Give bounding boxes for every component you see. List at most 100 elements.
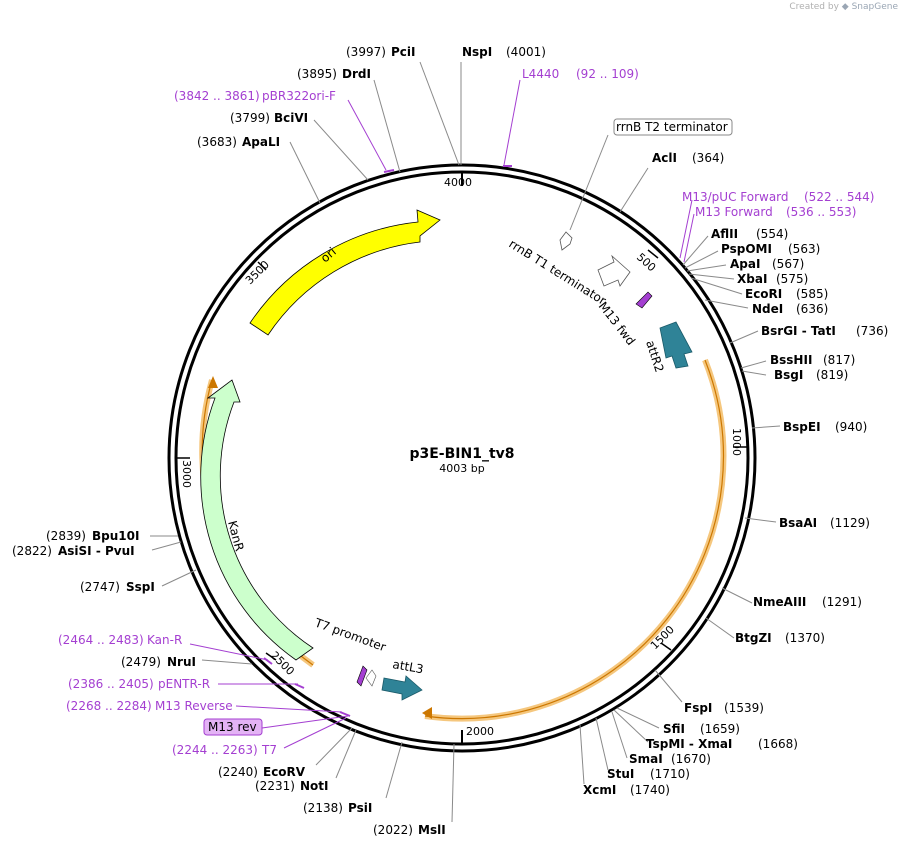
- primers: L4440 (92 .. 109) (3842 .. 3861) pBR322o…: [58, 67, 874, 757]
- kanr-feature[interactable]: [200, 379, 314, 661]
- primer-range: (3842 .. 3861): [174, 89, 260, 103]
- site-bsshii[interactable]: BssHII: [770, 353, 812, 367]
- primer-range: (2464 .. 2483): [58, 633, 144, 647]
- site-pos: (736): [856, 324, 888, 338]
- site-nmeaiii[interactable]: NmeAIII: [753, 595, 806, 609]
- site-bcivi[interactable]: BciVI: [274, 111, 308, 125]
- site-tspmi-xmai[interactable]: TspMI - XmaI: [646, 737, 732, 751]
- site-stui[interactable]: StuI: [607, 767, 634, 781]
- m13-fwd-feature[interactable]: [635, 291, 653, 309]
- rrnb-t2-feature[interactable]: [559, 231, 573, 251]
- site-btgzi[interactable]: BtgZI: [735, 631, 772, 645]
- site-pos: (2138): [303, 801, 343, 815]
- credit-prefix: Created by: [789, 2, 839, 12]
- site-aflii[interactable]: AflII: [711, 227, 738, 241]
- site-pcii[interactable]: PciI: [391, 45, 416, 59]
- primer-range: (2268 .. 2284): [66, 699, 152, 713]
- site-sfii[interactable]: SfiI: [663, 722, 685, 736]
- orf-highlight-right: [424, 358, 727, 722]
- t7-promoter-mark[interactable]: [356, 665, 368, 687]
- site-noti[interactable]: NotI: [300, 779, 329, 793]
- backbone-outer: [167, 163, 757, 753]
- site-pspomi[interactable]: PspOMI: [721, 242, 772, 256]
- orf-arrowhead-right: [422, 707, 432, 719]
- attl3-feature[interactable]: [381, 675, 423, 701]
- primer-m13-rev[interactable]: M13 rev: [208, 720, 257, 734]
- primer-pentr-r[interactable]: pENTR-R: [158, 677, 210, 691]
- site-pos: (364): [692, 151, 724, 165]
- site-pos: (3997): [346, 45, 386, 59]
- site-xbai[interactable]: XbaI: [737, 272, 767, 286]
- site-pos: (2479): [121, 655, 161, 669]
- site-bspei[interactable]: BspEI: [783, 420, 821, 434]
- primer-l4440[interactable]: L4440: [522, 67, 559, 81]
- site-pos: (575): [776, 272, 808, 286]
- tick-1000: 1000: [730, 428, 743, 456]
- site-pos: (4001): [506, 45, 546, 59]
- site-pos: (567): [772, 257, 804, 271]
- primer-m13-reverse[interactable]: M13 Reverse: [155, 699, 233, 713]
- site-ecorv[interactable]: EcoRV: [263, 765, 306, 779]
- site-smai[interactable]: SmaI: [629, 752, 663, 766]
- site-pos: (2822): [12, 544, 52, 558]
- site-apai[interactable]: ApaI: [730, 257, 760, 271]
- site-pos: (554): [756, 227, 788, 241]
- site-pos: (636): [796, 302, 828, 316]
- site-ecori[interactable]: EcoRI: [745, 287, 782, 301]
- site-bsaai[interactable]: BsaAI: [779, 516, 817, 530]
- rrnb-t2-label: rrnB T2 terminator: [616, 120, 728, 134]
- site-pos: (819): [816, 368, 848, 382]
- rrnb-t1-label: rrnB T1 terminator: [506, 237, 608, 308]
- tick-500: 500: [634, 251, 658, 275]
- site-nspi[interactable]: NspI: [462, 45, 492, 59]
- site-pos: (585): [796, 287, 828, 301]
- site-ndei[interactable]: NdeI: [752, 302, 783, 316]
- tick-3000: 3000: [180, 460, 193, 488]
- site-pos: (2231): [255, 779, 295, 793]
- site-pos: (1129): [830, 516, 870, 530]
- site-asisi-pvui[interactable]: AsiSI - PvuI: [58, 544, 135, 558]
- site-psii[interactable]: PsiI: [348, 801, 372, 815]
- snapgene-logo-icon: ◆: [841, 2, 849, 12]
- ori-feature[interactable]: [249, 209, 441, 336]
- plasmid-length: 4003 bp: [439, 462, 484, 475]
- m13-rev-box: [203, 718, 263, 736]
- site-pos: (3683): [197, 135, 237, 149]
- primer-kan-r[interactable]: Kan-R: [147, 633, 182, 647]
- attr2-feature[interactable]: [659, 321, 693, 369]
- primer-pbr322ori-f[interactable]: pBR322ori-F: [262, 89, 336, 103]
- tick-2000: 2000: [466, 725, 494, 738]
- site-apali[interactable]: ApaLI: [242, 135, 280, 149]
- orf-arrowhead-left: [208, 376, 218, 388]
- t7-small-arrow: [365, 669, 377, 687]
- site-drdi[interactable]: DrdI: [342, 67, 371, 81]
- site-fspi[interactable]: FspI: [684, 701, 712, 715]
- site-msli[interactable]: MslI: [418, 823, 446, 837]
- site-pos: (1670): [671, 752, 711, 766]
- site-bsrgi-tati[interactable]: BsrGI - TatI: [761, 324, 836, 338]
- primer-range: (522 .. 544): [804, 190, 874, 204]
- site-pos: (563): [788, 242, 820, 256]
- primer-range: (2244 .. 2263): [172, 743, 258, 757]
- site-nrui[interactable]: NruI: [167, 655, 196, 669]
- rrnb-t1-feature[interactable]: [597, 254, 631, 287]
- site-pos: (1668): [758, 737, 798, 751]
- site-xcmi[interactable]: XcmI: [583, 783, 616, 797]
- primer-range: (92 .. 109): [576, 67, 639, 81]
- site-bsgi[interactable]: BsgI: [774, 368, 803, 382]
- attl3-label: attL3: [391, 657, 424, 676]
- m13-fwd-label: M13 fwd: [596, 299, 638, 348]
- site-sspi[interactable]: SspI: [126, 580, 155, 594]
- primer-m13-forward[interactable]: M13 Forward: [695, 205, 773, 219]
- site-pos: (3895): [297, 67, 337, 81]
- site-acli[interactable]: AclI: [652, 151, 677, 165]
- site-pos: (2022): [373, 823, 413, 837]
- primer-range: (536 .. 553): [786, 205, 856, 219]
- site-pos: (2747): [80, 580, 120, 594]
- site-bpu10i[interactable]: Bpu10I: [92, 529, 139, 543]
- snapgene-credit: Created by ◆ SnapGene: [789, 2, 898, 12]
- plasmid-name: p3E-BIN1_tv8: [409, 446, 514, 462]
- primer-m13-puc-forward[interactable]: M13/pUC Forward: [682, 190, 789, 204]
- primer-t7[interactable]: T7: [261, 743, 277, 757]
